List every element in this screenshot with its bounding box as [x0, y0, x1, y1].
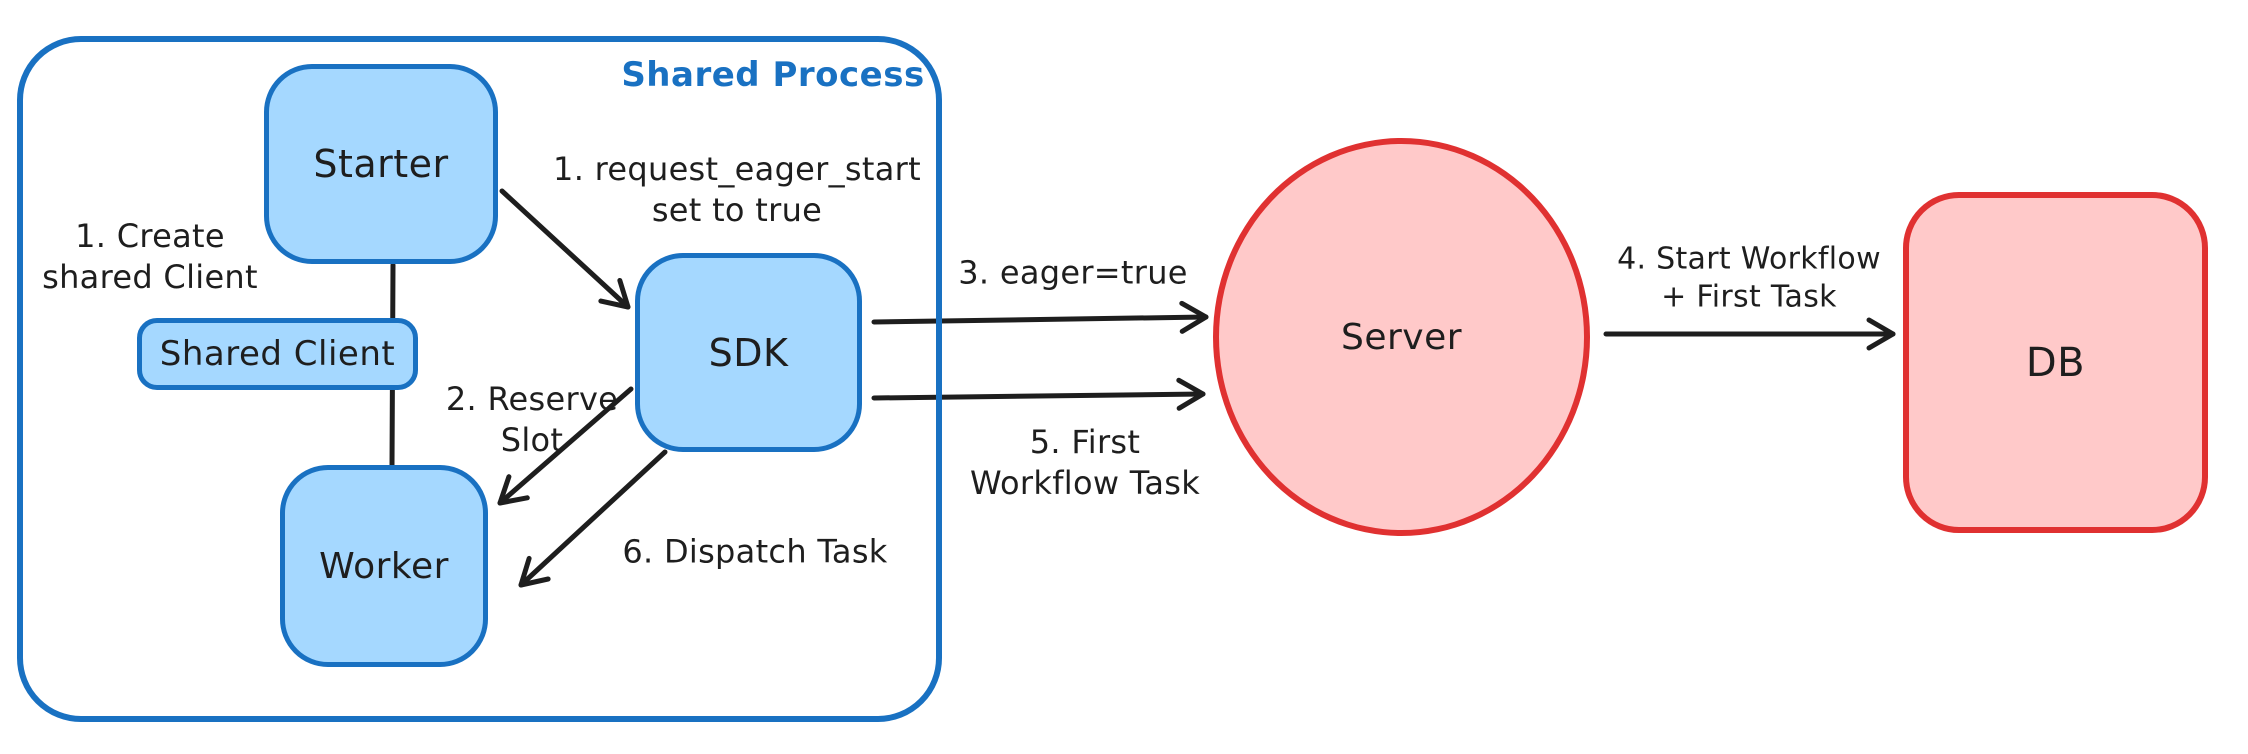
node-db-label: DB	[2025, 339, 2086, 386]
annotation-first-workflow-task: 5. First Workflow Task	[969, 423, 1201, 502]
node-worker: Worker	[280, 465, 488, 667]
node-starter-label: Starter	[313, 142, 449, 186]
node-shared-client-label: Shared Client	[159, 334, 396, 374]
shared-process-label: Shared Process	[621, 55, 925, 95]
arrow-sdk-to-server-first-task	[871, 377, 1206, 411]
annotation-start-workflow: 4. Start Workflow + First Task	[1617, 241, 1881, 315]
node-sdk-label: SDK	[708, 330, 789, 375]
arrow-starter-to-sdk	[499, 188, 631, 310]
node-shared-client: Shared Client	[137, 318, 418, 390]
node-starter: Starter	[264, 64, 498, 264]
shared-process-container	[17, 36, 942, 722]
annotation-eager-true: 3. eager=true	[958, 253, 1188, 292]
annotation-dispatch-task: 6. Dispatch Task	[622, 532, 888, 571]
arrow-sdk-reserve-slot	[497, 386, 634, 506]
annotation-create-shared-client: 1. Create shared Client	[42, 217, 258, 296]
node-db: DB	[1903, 192, 2208, 533]
annotation-reserve-slot: 2. Reserve Slot	[445, 380, 619, 459]
node-worker-label: Worker	[319, 545, 449, 587]
arrow-sdk-to-server-eager	[871, 300, 1209, 334]
annotation-request-eager-start: 1. request_eager_start set to true	[553, 150, 921, 229]
node-sdk: SDK	[635, 253, 862, 452]
arrow-sdk-dispatch-task	[518, 449, 668, 588]
node-server: Server	[1213, 138, 1590, 536]
node-server-label: Server	[1340, 316, 1463, 358]
